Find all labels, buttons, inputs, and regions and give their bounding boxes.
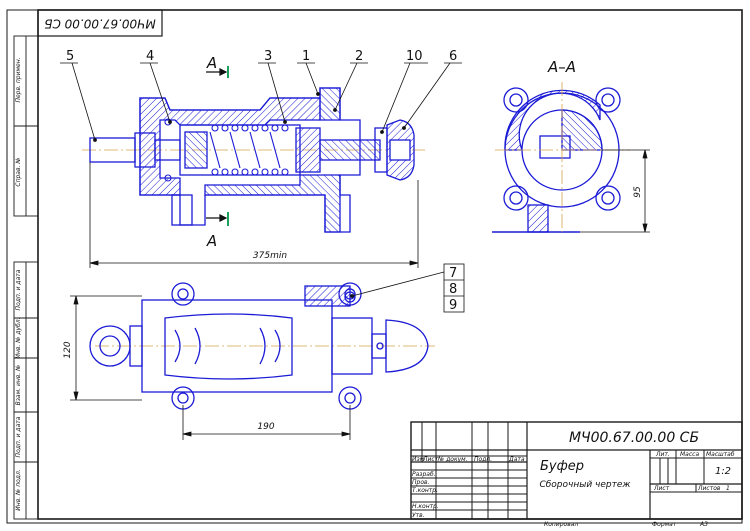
part-number-9: 9 <box>449 298 457 313</box>
massa-label: Масса <box>680 451 699 458</box>
col-date: Дата <box>508 456 525 463</box>
side-strip-labels: Перв. примен. Справ. № Подп. и дата Инв.… <box>15 57 22 510</box>
row-prov: Пров. <box>412 479 430 486</box>
label-podp-data-2: Подп. и дата <box>15 416 22 457</box>
scale-value: 1:2 <box>715 466 731 477</box>
part-number-7: 7 <box>449 266 457 281</box>
col-izm: Изм <box>412 456 425 463</box>
label-perv-primen: Перв. примен. <box>15 57 22 102</box>
masshtab-label: Масштаб <box>706 451 735 458</box>
row-utv: Утв. <box>412 512 425 519</box>
label-vzam-inv: Взам. инв. № <box>15 365 22 406</box>
col-doc: № докум. <box>437 456 468 463</box>
spring-coils <box>164 118 289 182</box>
main-section-view <box>82 87 425 233</box>
title-name: Буфер <box>540 459 584 474</box>
cut-label-bottom: А <box>206 232 217 250</box>
dimension-375min: 375min <box>253 251 287 261</box>
row-tkontr: Т.контр. <box>412 487 438 494</box>
row-razrab: Разраб. <box>412 471 436 478</box>
part-number-10: 10 <box>406 49 423 64</box>
dimension-120 <box>70 295 142 401</box>
title-doc-type: Сборочный чертеж <box>539 480 631 490</box>
dimension-95 <box>580 149 650 233</box>
part-number-2: 2 <box>355 49 363 64</box>
dimension-190-label: 190 <box>257 422 274 432</box>
label-sprav-no: Справ. № <box>15 157 22 186</box>
top-designation-box: МЧ00.67.00.00 СБ <box>37 9 163 37</box>
cut-label-top: А <box>206 54 217 72</box>
col-sign: Подп. <box>474 456 492 463</box>
label-inv-podl: Инв. № подл. <box>15 469 22 510</box>
sheets-label: Листов <box>697 485 721 492</box>
plan-leaders <box>350 263 465 313</box>
row-nkontr: Н.контр. <box>412 503 439 510</box>
title-block <box>410 421 743 520</box>
label-inv-dubl: Инв. № дубл. <box>15 317 22 358</box>
label-podp-data-1: Подп. и дата <box>15 269 22 310</box>
part-leaders <box>60 62 462 142</box>
part-numbers-top: 5 4 3 1 2 10 6 <box>66 49 457 64</box>
copied-label: Копировал <box>544 521 578 528</box>
side-strip <box>13 35 39 520</box>
rotated-designation: МЧ00.67.00.00 СБ <box>44 17 156 31</box>
dimension-120-label: 120 <box>63 341 73 358</box>
plan-view <box>89 282 435 410</box>
title-block-text: МЧ00.67.00.00 СБ Буфер Сборочный чертеж … <box>412 430 735 528</box>
section-a-a-view <box>492 87 621 233</box>
part-number-4: 4 <box>146 49 154 64</box>
lit-label: Лит. <box>655 451 670 458</box>
part-numbers-plan: 7 8 9 <box>449 266 457 313</box>
part-number-1: 1 <box>302 49 310 64</box>
section-title: А–А <box>547 58 576 76</box>
title-designation: МЧ00.67.00.00 СБ <box>569 430 699 446</box>
col-list: Лист <box>422 456 439 463</box>
section-cut-marks <box>206 66 229 226</box>
sheet-label: Лист <box>653 485 670 492</box>
dimension-190 <box>182 405 351 440</box>
part-number-3: 3 <box>264 49 272 64</box>
dimension-length-min <box>89 162 419 268</box>
dimension-95-label: 95 <box>633 186 643 198</box>
drawing-frame <box>6 9 743 524</box>
format-label: Формат <box>652 521 677 528</box>
format-value: А3 <box>699 521 708 528</box>
sheets-value: 1 <box>726 485 730 492</box>
part-number-8: 8 <box>449 282 457 297</box>
part-number-6: 6 <box>449 49 457 64</box>
part-number-5: 5 <box>66 49 74 64</box>
